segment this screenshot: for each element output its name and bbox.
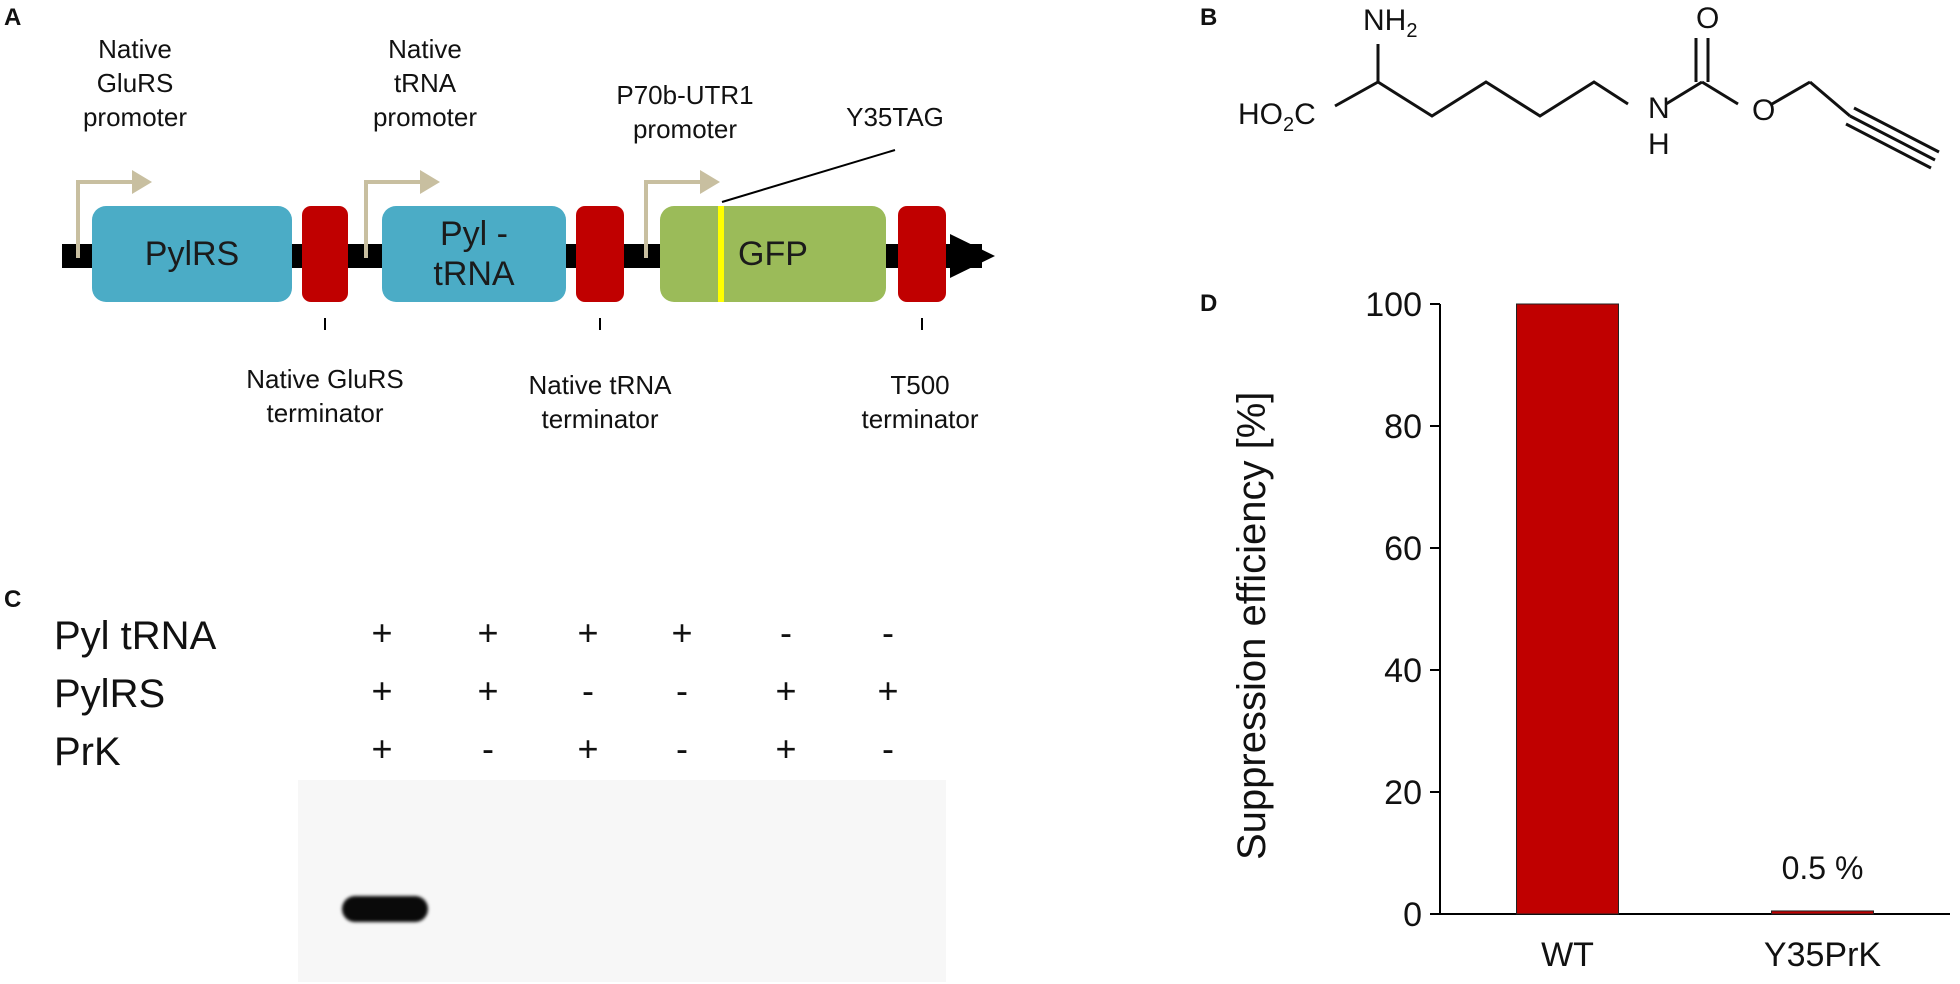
terminator-label-t500: T500 terminator [861, 370, 979, 434]
bond-n-carbonyl [1665, 80, 1703, 106]
gel-sign-r1-lane2: + [477, 612, 499, 653]
pylrs-gene-label: PylRS [144, 235, 240, 273]
gel-row-label-prk: PrK [54, 730, 121, 774]
y-tick-label: 60 [1384, 530, 1422, 568]
nh2-group: NH2 [1363, 4, 1418, 42]
bond-triple-1 [1849, 114, 1936, 162]
y-axis-title: Suppression efficiency [%] [1230, 391, 1274, 860]
gfp-gene-label: GFP [738, 235, 808, 273]
gel-sign-r3-lane2: - [482, 728, 494, 769]
terminator-trna [576, 206, 624, 302]
gel-sign-r1-lane6: - [882, 612, 894, 653]
y-tick-label: 100 [1365, 286, 1422, 324]
gel-sign-r1-lane3: + [577, 612, 599, 653]
amide-h: H [1648, 128, 1670, 161]
amide-n: N [1648, 92, 1670, 125]
panel-label-c: C [4, 586, 22, 613]
bond-side-chain [1377, 80, 1629, 118]
gel-sign-r2-lane1: + [371, 670, 393, 711]
gel-row-label-pylrs: PylRS [54, 672, 166, 716]
panel-label-d: D [1200, 290, 1218, 317]
bond-o-ch2 [1771, 80, 1811, 106]
y-tick-label: 80 [1384, 408, 1422, 446]
gel-sign-r3-lane6: - [882, 728, 894, 769]
panel-label-b: B [1200, 4, 1218, 31]
promoter-arrow-3 [644, 180, 708, 258]
pylrs-gene: PylRS [92, 206, 292, 302]
prk-bonds-svg [1334, 38, 1940, 170]
x-tick-label: WT [1541, 936, 1594, 974]
bond-cooh [1334, 80, 1379, 108]
y-tick-label: 0 [1403, 896, 1422, 934]
panel-label-a: A [4, 4, 22, 31]
gel-sign-r3-lane4: - [676, 728, 688, 769]
promoter-arrowhead-1 [132, 170, 152, 194]
bond-ester [1701, 80, 1739, 106]
y-tick-label: 20 [1384, 774, 1422, 812]
bond-triple-2 [1853, 106, 1940, 154]
terminator-t500 [898, 206, 946, 302]
terminator-label-gluRS: Native GluRS terminator [246, 364, 404, 428]
promoter-label-trna: Native tRNA promoter [372, 34, 478, 132]
gel-sign-r1-lane1: + [371, 612, 393, 653]
gel-sign-r2-lane3: - [582, 670, 594, 711]
gel-sign-r3-lane5: + [775, 728, 797, 769]
y35tag-mutation-marker [718, 206, 724, 302]
gel-sign-r3-lane3: + [577, 728, 599, 769]
terminator-gluRS [302, 206, 348, 302]
mutation-leader-line [721, 149, 896, 203]
gel-sign-r2-lane6: + [877, 670, 899, 711]
pyl-trna-label-line1: Pyl - [440, 215, 508, 253]
pyl-trna-gene: Pyl - tRNA [382, 206, 566, 302]
gel-sign-r3-lane1: + [371, 728, 393, 769]
gel-blot-image [298, 780, 946, 982]
promoter-arrowhead-2 [420, 170, 440, 194]
bar-chart: 0 20 40 60 80 100 WT Y35PrK 0.5 % [1365, 286, 1950, 974]
gel-row-label-pyl-trna: Pyl tRNA [54, 614, 217, 658]
mutation-label: Y35TAG [846, 102, 944, 132]
promoter-label-p70b: P70b-UTR1 promoter [616, 80, 754, 144]
promoter-arrow-2 [364, 180, 428, 258]
carboxyl-group: HO2C [1238, 98, 1316, 136]
gel-sign-r1-lane5: - [780, 612, 792, 653]
gel-sign-r2-lane5: + [775, 670, 797, 711]
bar-y35prk [1771, 910, 1874, 915]
promoter-arrowhead-3 [700, 170, 720, 194]
gel-sign-r2-lane4: - [676, 670, 688, 711]
backbone-arrowhead [950, 234, 995, 278]
gfp-gene: GFP [660, 206, 886, 302]
y-tick-label: 40 [1384, 652, 1422, 690]
x-tick-label: Y35PrK [1764, 936, 1881, 974]
ester-o: O [1752, 94, 1776, 127]
bar-wt [1516, 303, 1619, 915]
gel-sign-r1-lane4: + [671, 612, 693, 653]
pyl-trna-label-line2: tRNA [433, 255, 515, 293]
bond-ch2-alkyne [1809, 80, 1851, 118]
bond-triple-3 [1845, 122, 1932, 170]
promoter-arrow-1 [76, 180, 140, 258]
data-label-y35prk: 0.5 % [1782, 850, 1864, 886]
promoter-label-gluRS: Native GluRS promoter [82, 34, 188, 132]
terminator-label-trna: Native tRNA terminator [528, 370, 672, 434]
gel-band-lane-1 [342, 896, 428, 922]
carbonyl-o: O [1696, 2, 1720, 35]
gel-sign-r2-lane2: + [477, 670, 499, 711]
